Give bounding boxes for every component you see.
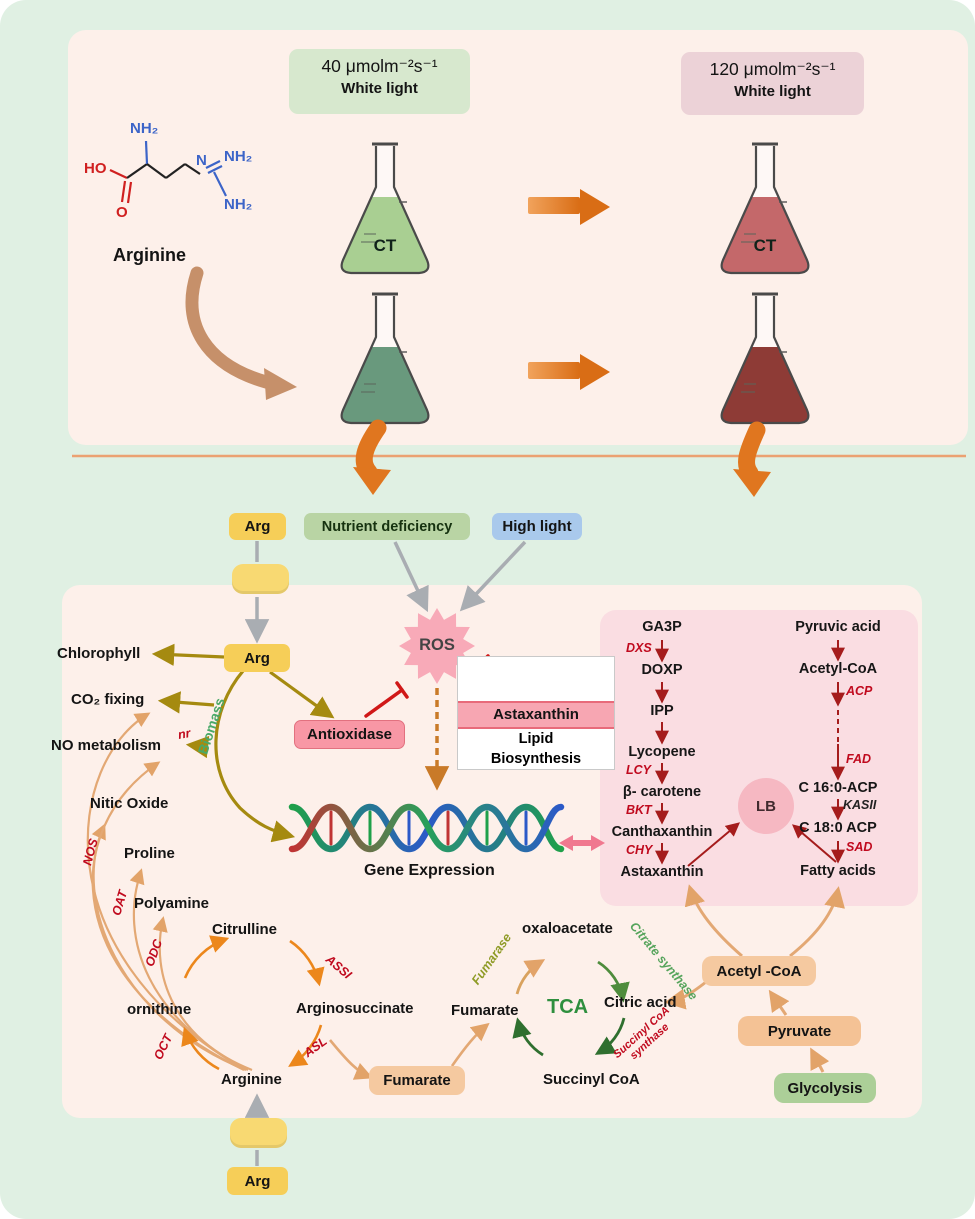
flask-ct-label-low: CT [373, 236, 397, 255]
beta-carotene-label: β- carotene [622, 784, 702, 800]
tca-fumarate-label: Fumarate [451, 1002, 519, 1019]
succinyl-coa-label: Succinyl CoA [543, 1071, 640, 1088]
condition-high-intensity: 120 μmolm⁻²s⁻¹ [709, 59, 836, 79]
nitric-oxide-label: Nitic Oxide [90, 795, 169, 812]
box-title: Astaxanthin [458, 701, 614, 729]
condition-high-label: White light [734, 83, 811, 100]
molecule-name: Arginine [113, 245, 187, 265]
nr-enzyme-label: nr [176, 726, 192, 742]
condition-low-intensity: 40 μmolm⁻²s⁻¹ [321, 56, 438, 76]
urea-cycle-arrows [181, 935, 325, 1071]
no-metabolism-label: NO metabolism [51, 737, 162, 754]
acetyl-coa-badge: Acetyl -CoA [702, 956, 816, 986]
molecule-nh2-right-bottom: NH₂ [224, 196, 253, 213]
tca-cycle-arrows [512, 959, 630, 1057]
doxp-label: DOXP [641, 662, 683, 678]
astaxanthin-lipid-box: Astaxanthin Lipid Biosynthesis [457, 656, 615, 770]
molecule-o: O [116, 204, 128, 221]
lycopene-label: Lycopene [628, 744, 696, 760]
molecule-n: N [196, 152, 207, 169]
arg-node-badge: Arg [224, 644, 290, 672]
arg-input-badge: Arg [229, 513, 286, 540]
arg-transporter-top [232, 564, 289, 594]
arg-transporter-bottom [230, 1118, 287, 1148]
dna-helix [288, 803, 565, 853]
lcy-enzyme-label: LCY [626, 763, 651, 777]
co2-fixing-label: CO₂ fixing [71, 691, 145, 708]
fatty-acids-label: Fatty acids [800, 863, 876, 879]
condition-low-light: 40 μmolm⁻²s⁻¹ White light [289, 49, 470, 114]
fad-enzyme-label: FAD [846, 752, 871, 766]
molecule-ho: HO [84, 160, 107, 177]
arg-bottom-badge: Arg [227, 1167, 288, 1195]
nutrient-deficiency-badge: Nutrient deficiency [304, 513, 470, 540]
input-arrows [244, 540, 527, 1166]
molecule-nh2-right-top: NH₂ [224, 148, 253, 165]
arginine-to-flask-arrow [185, 266, 297, 400]
c16-acp-label: C 16:0-ACP [798, 780, 878, 796]
high-light-badge: High light [492, 513, 582, 540]
chlorophyll-label: Chlorophyll [57, 645, 141, 662]
condition-high-light: 120 μmolm⁻²s⁻¹ White light [681, 52, 864, 115]
ga3p-label: GA3P [642, 619, 682, 635]
separator-and-down-arrows [72, 419, 966, 497]
biosynthesis-panel [600, 610, 918, 906]
kasii-enzyme-label: KASII [843, 798, 877, 812]
bkt-enzyme-label: BKT [626, 803, 652, 817]
arginine-fan-arrows [86, 712, 253, 1072]
gene-expression-label: Gene Expression [364, 862, 495, 879]
flasks [340, 142, 810, 425]
sad-enzyme-label: SAD [846, 840, 873, 854]
fumarate-badge: Fumarate [369, 1066, 465, 1095]
oxaloacetate-label: oxaloacetate [522, 920, 613, 937]
molecule-nh2-top: NH₂ [130, 120, 159, 137]
biosynthesis-arrows [655, 640, 845, 867]
box-spacer [458, 657, 614, 701]
antioxidase-badge: Antioxidase [294, 720, 405, 749]
acetyl-coa-panel-label: Acetyl-CoA [798, 661, 878, 677]
flask-transition-arrows [528, 189, 610, 390]
arginosuccinate-label: Arginosuccinate [296, 1000, 414, 1017]
glycolysis-badge: Glycolysis [774, 1073, 876, 1103]
ipp-label: IPP [650, 703, 674, 719]
ornithine-label: ornithine [127, 1001, 192, 1018]
condition-low-label: White light [341, 80, 418, 97]
box-line-biosynthesis: Biosynthesis [490, 751, 582, 767]
dxs-enzyme-label: DXS [626, 641, 652, 655]
citrulline-label: Citrulline [212, 921, 278, 938]
proline-label: Proline [124, 845, 175, 862]
pyruvate-badge: Pyruvate [738, 1016, 861, 1046]
metabolite-connectors [328, 884, 845, 1080]
arginine-structure [109, 140, 227, 204]
polyamine-label: Polyamine [134, 895, 210, 912]
arg-output-arrows [151, 643, 335, 843]
gene-panel-link-arrow [559, 835, 605, 851]
canthaxanthin-label: Canthaxanthin [611, 824, 713, 840]
acp-enzyme-label: ACP [846, 684, 873, 698]
c18-acp-label: C 18:0 ACP [799, 820, 877, 836]
lb-node: LB [738, 778, 794, 834]
citric-acid-label: Citric acid [604, 994, 677, 1011]
flask-ct-label-high: CT [753, 236, 777, 255]
box-line-lipid: Lipid [518, 731, 554, 747]
chy-enzyme-label: CHY [626, 843, 653, 857]
astaxanthin-label: Astaxanthin [620, 864, 704, 880]
arginine-node-label: Arginine [221, 1071, 282, 1088]
ros-burst [399, 608, 475, 684]
tca-title: TCA [547, 996, 589, 1018]
pyruvic-acid-label: Pyruvic acid [795, 619, 881, 635]
ros-label: ROS [419, 636, 455, 654]
